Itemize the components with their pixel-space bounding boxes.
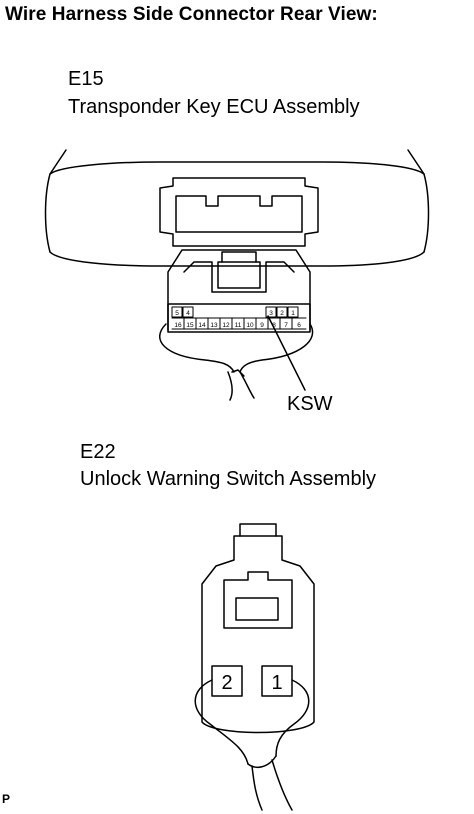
connector-e15-name: Transponder Key ECU Assembly: [68, 96, 360, 118]
connector-e22-code: E22: [80, 441, 116, 463]
e22-connector-body: [201, 523, 315, 734]
e15-pin: 4: [186, 310, 190, 317]
e15-connector-body: [167, 249, 311, 333]
e15-pin: 8: [272, 322, 276, 329]
footer-mark: P: [2, 792, 11, 806]
e15-pin: 6: [297, 322, 301, 329]
e15-harness-wires: [159, 323, 314, 401]
e22-harness-wires: [194, 679, 310, 811]
e15-pin: 13: [210, 322, 218, 329]
e15-pin: 10: [246, 322, 254, 329]
e15-pin: 16: [174, 322, 182, 329]
e22-pin-labels: 2 1: [221, 672, 282, 694]
e15-pin: 11: [235, 322, 242, 329]
e15-pin: 15: [186, 322, 194, 329]
e15-pin-labels-top: 5 4 3 2 1: [175, 310, 295, 317]
e15-pin-labels-bottom: 16 15 14 13 12 11 10 9 8 7 6: [174, 322, 301, 329]
e15-ecu-housing: [44, 149, 430, 267]
e15-pin: 2: [280, 310, 284, 317]
ksw-callout-label: KSW: [287, 393, 333, 415]
e15-pin: 14: [198, 322, 206, 329]
e22-pin: 2: [221, 672, 232, 694]
e15-pin: 5: [175, 310, 179, 317]
e15-pin: 9: [260, 322, 264, 329]
e15-pin: 12: [222, 322, 230, 329]
e15-pin: 3: [269, 310, 273, 317]
e15-pin: 1: [291, 310, 295, 317]
e22-pin-grid: [211, 665, 293, 697]
e15-pin: 7: [284, 322, 288, 329]
e15-connector-head: [159, 177, 319, 247]
connector-e15-code: E15: [68, 68, 104, 90]
page-title: Wire Harness Side Connector Rear View:: [5, 4, 378, 25]
connector-e22-name: Unlock Warning Switch Assembly: [80, 468, 377, 490]
ksw-leader-line: [267, 315, 306, 391]
e15-pin-grid: [171, 306, 307, 330]
e22-pin: 1: [271, 672, 282, 694]
